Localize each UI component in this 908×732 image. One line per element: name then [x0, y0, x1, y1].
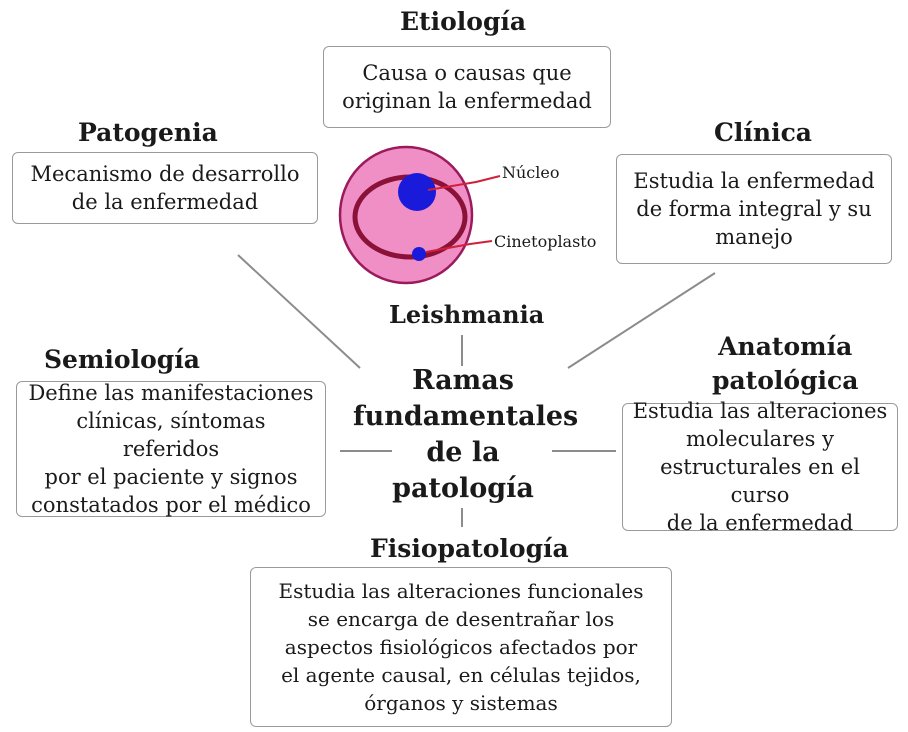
center-line: Ramas: [412, 365, 514, 396]
anatomia-line: estructurales en el curso: [660, 455, 860, 507]
center-line: de la: [426, 437, 500, 468]
anatomia-line: moleculares y: [685, 427, 834, 451]
semiologia-line: Define las manifestaciones: [28, 381, 314, 405]
fisiopatologia-line: aspectos fisiológicos afectados por: [284, 635, 638, 659]
etiologia-line: Causa o causas que: [362, 61, 572, 85]
connector-lines: [237, 254, 716, 527]
clinica-line: de forma integral y su: [636, 197, 872, 221]
anatomia-line: Estudia las alteraciones: [632, 399, 888, 423]
semiologia-box: Define las manifestaciones clínicas, sín…: [16, 381, 326, 517]
connector-clinica: [567, 272, 716, 369]
kinetoplast-label: Cinetoplasto: [494, 232, 597, 251]
leishmania-cell: [338, 145, 501, 285]
kinetoplast-pointer: [425, 240, 493, 253]
etiologia-line: originan la enfermedad: [342, 89, 592, 113]
patogenia-line: Mecanismo de desarrollo: [30, 162, 300, 186]
etiologia-box: Causa o causas que originan la enfermeda…: [323, 46, 611, 128]
etiologia-title: Etiología: [400, 7, 527, 36]
center-title: Ramas fundamentales de la patología: [353, 363, 579, 507]
anatomia-line: de la enfermedad: [666, 511, 854, 535]
anatomia-title-line: Anatomía: [718, 332, 853, 361]
semiologia-line: clínicas, síntomas referidos: [76, 409, 266, 461]
cell-body: [338, 145, 474, 285]
nucleus-shape: [398, 173, 436, 211]
semiologia-title: Semiología: [44, 345, 200, 374]
patogenia-box: Mecanismo de desarrollo de la enfermedad: [12, 152, 318, 224]
clinica-line: Estudia la enfermedad: [633, 169, 875, 193]
anatomia-box: Estudia las alteraciones moleculares y e…: [622, 399, 898, 535]
fisiopatologia-box: Estudia las alteraciones funcionales se …: [250, 567, 672, 727]
leishmania-title: Leishmania: [389, 300, 545, 329]
center-line: patología: [392, 473, 534, 504]
fisiopatologia-title: Fisiopatología: [370, 534, 569, 563]
kinetoplast-shape: [412, 247, 426, 261]
fisiopatologia-line: órganos y sistemas: [364, 691, 558, 715]
anatomia-title-line: patológica: [712, 366, 859, 395]
center-line: fundamentales: [353, 401, 579, 432]
clinica-title: Clínica: [714, 118, 812, 147]
semiologia-line: constatados por el médico: [31, 493, 311, 517]
connector-patogenia: [237, 254, 361, 369]
semiologia-line: por el paciente y signos: [44, 465, 298, 489]
nucleus-label: Núcleo: [502, 163, 560, 182]
nucleus-pointer: [427, 175, 501, 191]
patogenia-title: Patogenia: [78, 118, 218, 147]
fisiopatologia-line: Estudia las alteraciones funcionales: [278, 579, 644, 603]
anatomia-title: Anatomía patológica: [712, 330, 858, 398]
clinica-box: Estudia la enfermedad de forma integral …: [616, 154, 892, 264]
fisiopatologia-line: se encarga de desentrañar los: [307, 607, 615, 631]
fisiopatologia-line: el agente causal, en células tejidos,: [281, 663, 641, 687]
patogenia-line: de la enfermedad: [71, 190, 259, 214]
clinica-line: manejo: [715, 225, 793, 249]
